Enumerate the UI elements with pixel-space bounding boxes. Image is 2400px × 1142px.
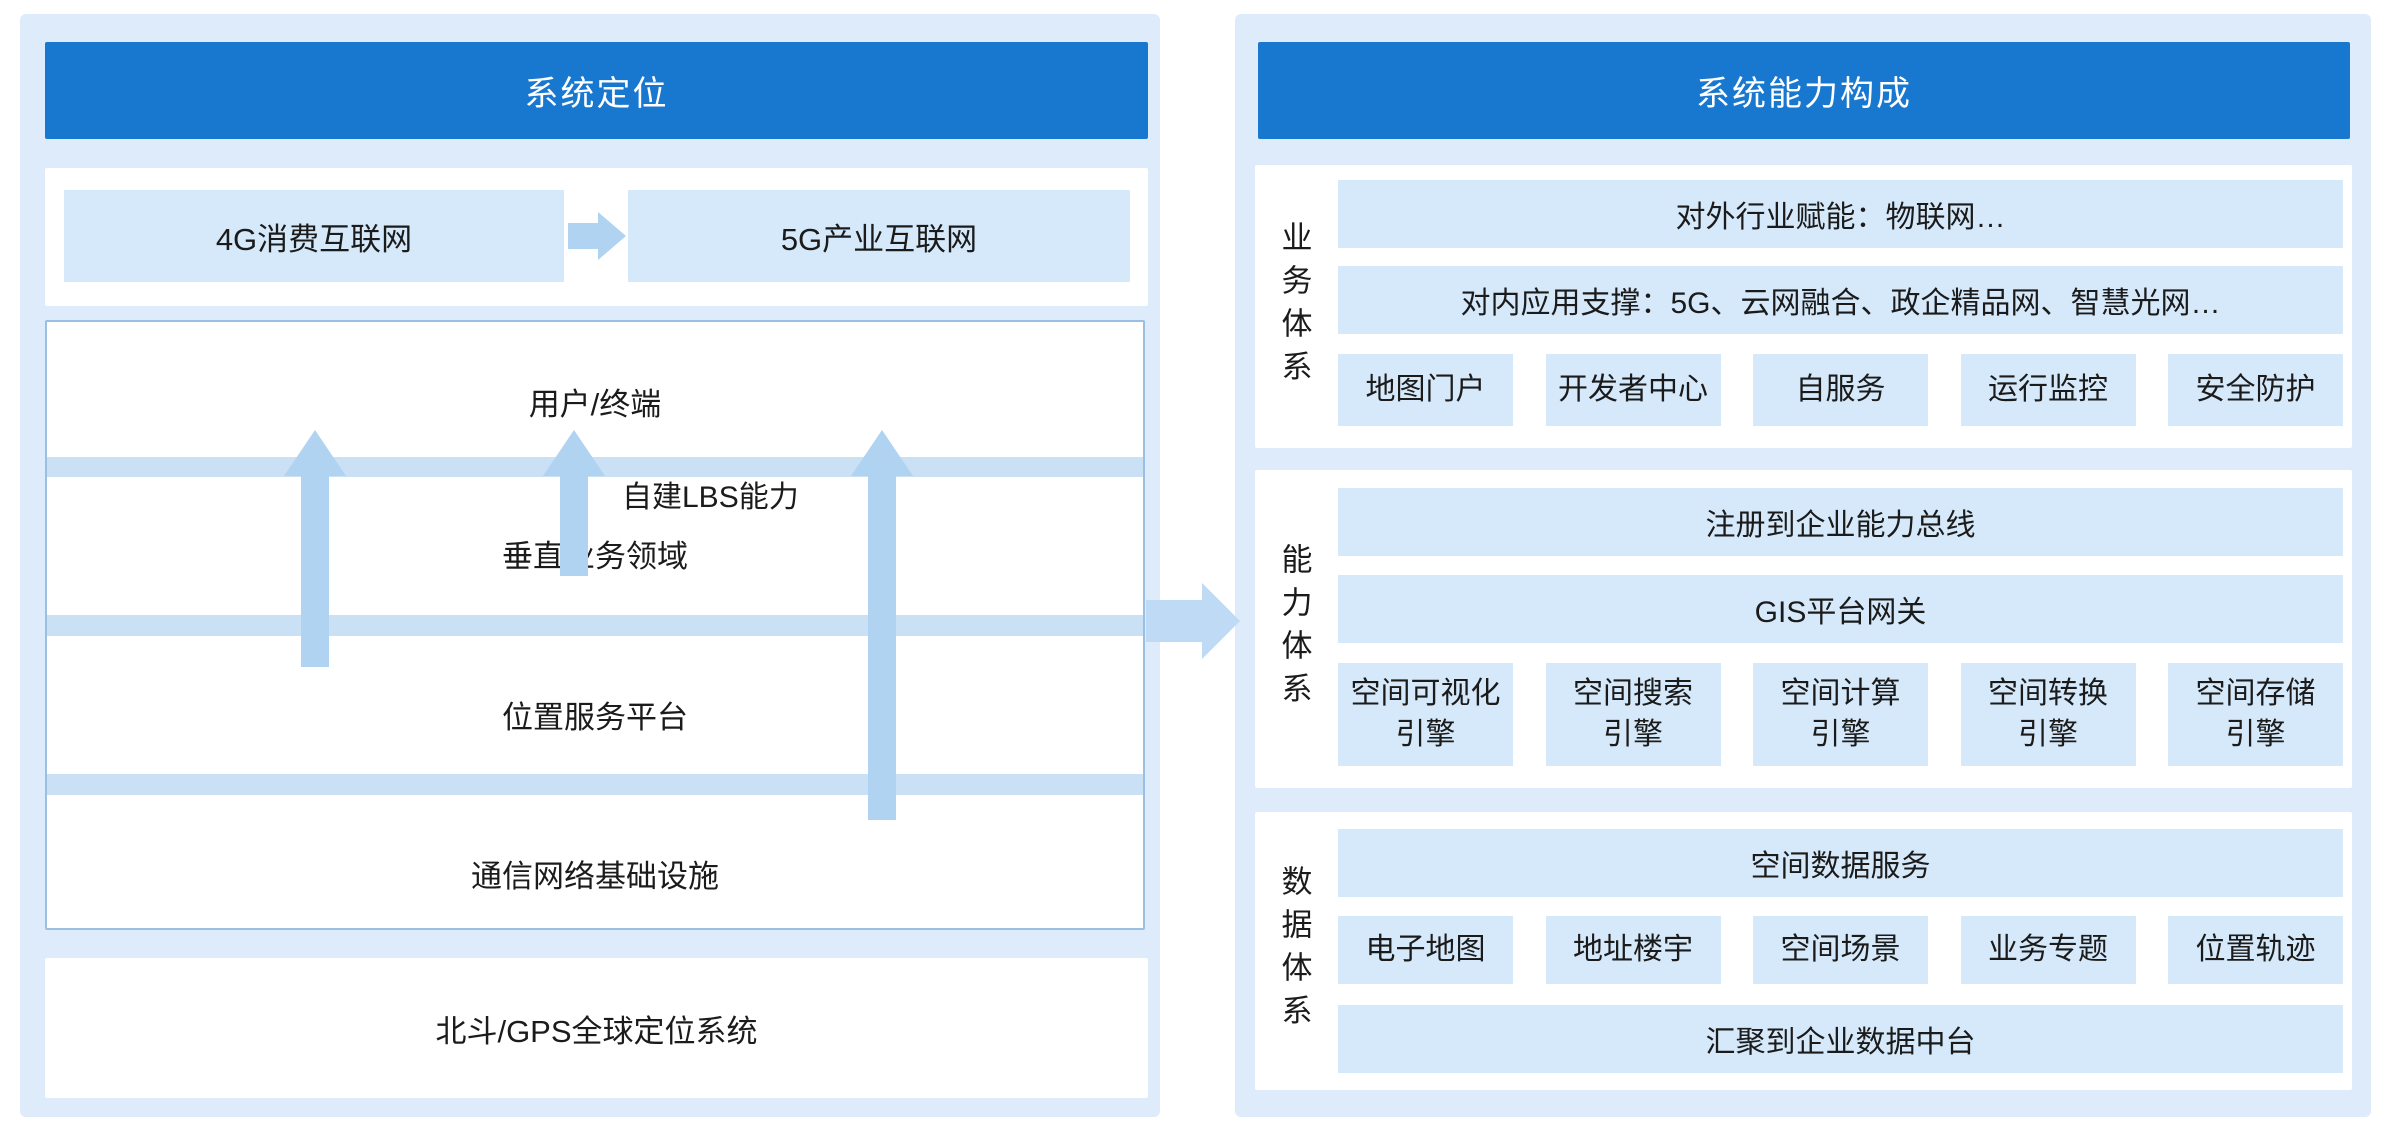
engine-line2: 引擎 [2225,717,2286,751]
flow-arrow-head [1202,583,1240,659]
layer-stack-box: 用户/终端 自建LBS能力 垂直业务领域 位置服务平台 通信网络基础设施 [45,320,1145,930]
up-arrow-head [543,430,605,476]
up-arrow-tail [560,476,588,576]
engine-line1: 空间计算 [1780,677,1901,710]
business-tiles: 地图门户 开发者中心 自服务 运行监控 安全防护 [1338,354,2343,426]
right-arrow-tail [568,223,598,249]
tile-developer-center: 开发者中心 [1545,354,1721,426]
engine-line2: 引擎 [1810,717,1871,751]
flow-arrow-tail [1146,600,1202,642]
section-capability-system: 能力体系 注册到企业能力总线 GIS平台网关 空间可视化 引擎 空间搜索 引擎 … [1255,470,2352,788]
tile-electronic-map: 电子地图 [1338,916,1513,984]
right-arrow-icon [568,212,626,260]
section-data-label: 数据体系 [1276,865,1312,1037]
flow-arrow-icon [1146,583,1240,659]
tile-self-service: 自服务 [1753,354,1928,426]
data-tiles: 电子地图 地址楼宇 空间场景 业务专题 位置轨迹 [1338,916,2343,984]
engine-line2: 引擎 [1603,717,1663,751]
evolution-to-tile: 5G产业互联网 [628,190,1130,282]
tile-business-topic: 业务专题 [1960,916,2136,984]
internal-support-row: 对内应用支撑：5G、云网融合、政企精品网、智慧光网… [1338,266,2343,334]
engine-line1: 空间搜索 [1573,677,1693,710]
tile-storage-engine: 空间存储 引擎 [2168,663,2343,766]
engine-line1: 空间转换 [1988,677,2108,710]
tile-visualization-engine: 空间可视化 引擎 [1338,663,1513,766]
right-arrow-head [598,212,626,260]
gps-foundation-box: 北斗/GPS全球定位系统 [45,958,1148,1098]
data-middle-platform-row: 汇聚到企业数据中台 [1338,1005,2343,1073]
tile-security-protection: 安全防护 [2168,354,2343,426]
layer-user-terminal: 用户/终端 [528,387,662,422]
engine-line1: 空间存储 [2195,677,2316,710]
tile-search-engine: 空间搜索 引擎 [1545,663,1721,766]
up-arrow-head [851,430,913,476]
tile-computing-engine: 空间计算 引擎 [1753,663,1928,766]
spatial-data-service-row: 空间数据服务 [1338,829,2343,897]
tile-operation-monitoring: 运行监控 [1960,354,2136,426]
layer-divider-band [47,615,1143,636]
system-capability-panel: 系统能力构成 业务体系 对外行业赋能：物联网… 对内应用支撑：5G、云网融合、政… [1235,14,2371,1117]
evolution-from-tile: 4G消费互联网 [64,190,564,282]
tile-map-portal: 地图门户 [1338,354,1513,426]
up-arrow-tail [868,476,896,820]
up-arrow-tail [301,476,329,667]
right-panel-title: 系统能力构成 [1258,42,2350,139]
layer-vertical-business: 垂直业务领域 [502,539,688,574]
lbs-capability-label: 自建LBS能力 [622,481,799,514]
up-arrow-icon [543,430,605,576]
tile-transform-engine: 空间转换 引擎 [1960,663,2136,766]
left-panel-title: 系统定位 [45,42,1148,139]
section-capability-label: 能力体系 [1276,543,1312,715]
system-positioning-panel: 系统定位 4G消费互联网 5G产业互联网 用户/终端 自建LBS能力 垂直业务领… [20,14,1160,1117]
layer-network-infrastructure: 通信网络基础设施 [471,859,719,894]
layer-divider-band [47,774,1143,795]
gis-gateway-row: GIS平台网关 [1338,575,2343,643]
up-arrow-icon [284,430,346,667]
engine-line2: 引擎 [1395,717,1456,751]
tile-location-track: 位置轨迹 [2168,916,2343,984]
capability-bus-row: 注册到企业能力总线 [1338,488,2343,556]
engine-line2: 引擎 [2018,717,2078,751]
section-data-system: 数据体系 空间数据服务 电子地图 地址楼宇 空间场景 业务专题 位置轨迹 汇聚到… [1255,812,2352,1090]
up-arrow-icon [851,430,913,820]
up-arrow-head [284,430,346,476]
evolution-box: 4G消费互联网 5G产业互联网 [45,168,1148,306]
section-business-system: 业务体系 对外行业赋能：物联网… 对内应用支撑：5G、云网融合、政企精品网、智慧… [1255,165,2352,448]
layer-location-platform: 位置服务平台 [502,700,688,735]
tile-spatial-scene: 空间场景 [1753,916,1928,984]
engine-tiles: 空间可视化 引擎 空间搜索 引擎 空间计算 引擎 空间转换 引擎 空间存储 [1338,663,2343,766]
external-empowerment-row: 对外行业赋能：物联网… [1338,180,2343,248]
section-business-label: 业务体系 [1276,220,1312,393]
tile-address-building: 地址楼宇 [1545,916,1721,984]
engine-line1: 空间可视化 [1350,677,1501,710]
